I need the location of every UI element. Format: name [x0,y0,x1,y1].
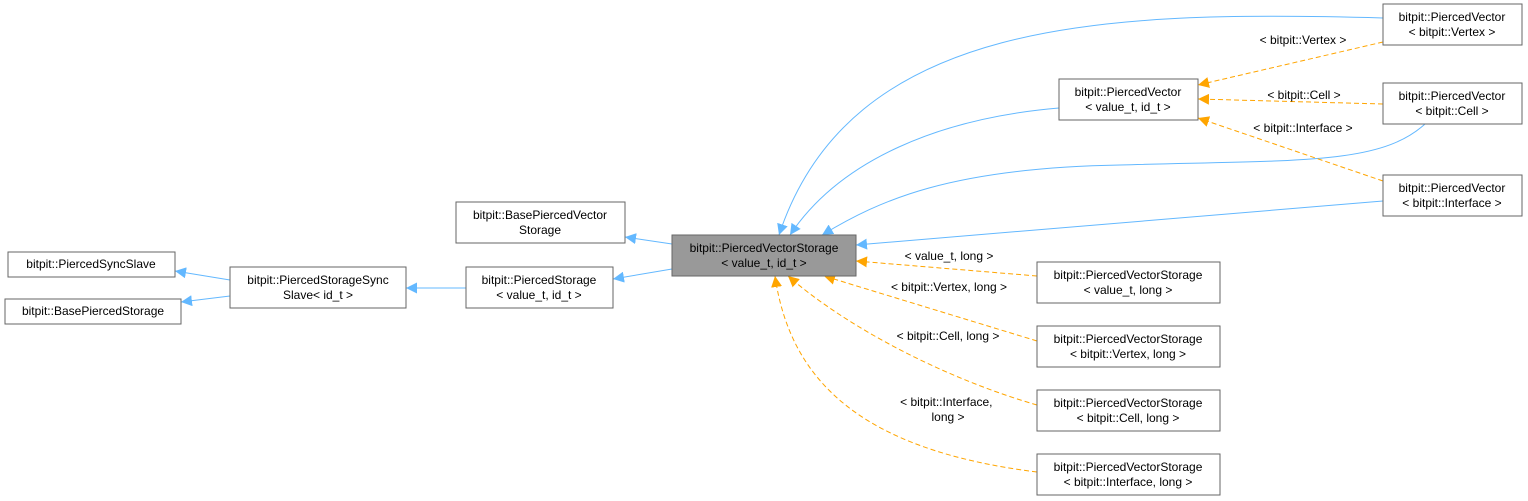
svg-text:< bitpit::Vertex, long >: < bitpit::Vertex, long > [1070,347,1186,361]
edge-pv-vertex-to-pierced-vector [1197,41,1384,88]
edge-vector-storage-to-base-vector-storage [624,233,673,245]
inheritance-edges [174,15,1426,307]
svg-text:< bitpit::Interface, long >: < bitpit::Interface, long > [1064,475,1193,489]
edge-label-pv-interface: < bitpit::Interface > [1253,121,1352,135]
svg-text:bitpit::PiercedStorageSync: bitpit::PiercedStorageSync [247,273,388,287]
node-pvs-vertex-long[interactable]: bitpit::PiercedVectorStorage < bitpit::V… [1036,325,1221,368]
edge-pierced-vector-to-vector-storage [789,107,1060,236]
node-pvs-cell-long[interactable]: bitpit::PiercedVectorStorage < bitpit::C… [1036,389,1221,432]
edge-pv-cell-to-pierced-vector [1197,93,1384,105]
svg-text:bitpit::PiercedVectorStorage: bitpit::PiercedVectorStorage [1054,396,1203,410]
node-pierced-storage-sync-slave[interactable]: bitpit::PiercedStorageSync Slave< id_t > [229,266,407,309]
edge-label-pvs-interface: < bitpit::Interface, long > [900,395,996,424]
edge-pv-interface-to-vector-storage [855,200,1384,250]
edge-pv-interface-to-pierced-vector [1197,116,1384,182]
node-pierced-storage[interactable]: bitpit::PiercedStorage < value_t, id_t > [465,266,614,309]
edge-pv-cell-to-vector-storage [821,123,1426,236]
svg-text:bitpit::BasePiercedStorage: bitpit::BasePiercedStorage [22,304,164,318]
svg-text:bitpit::PiercedVectorStorage: bitpit::PiercedVectorStorage [690,241,839,255]
edge-storage-sync-slave-to-base-storage [180,295,231,307]
node-base-pierced-vector-storage[interactable]: bitpit::BasePiercedVector Storage [455,201,626,244]
node-base-pierced-storage[interactable]: bitpit::BasePiercedStorage [4,298,182,325]
nodes: bitpit::PiercedSyncSlave bitpit::BasePie… [4,3,1523,496]
svg-text:< bitpit::Cell >: < bitpit::Cell > [1415,104,1488,118]
edge-pvs-vertex-to-vector-storage [823,273,1038,342]
svg-text:< value_t, id_t >: < value_t, id_t > [496,288,581,302]
svg-text:bitpit::PiercedVectorStorage: bitpit::PiercedVectorStorage [1054,268,1203,282]
svg-text:bitpit::PiercedVectorStorage: bitpit::PiercedVectorStorage [1054,332,1203,346]
edge-label-pv-vertex: < bitpit::Vertex > [1260,33,1347,47]
edge-storage-sync-slave-to-sync-slave [174,267,231,281]
node-pierced-vector-storage-focus[interactable]: bitpit::PiercedVectorStorage < value_t, … [671,234,857,277]
svg-text:< value_t, long >: < value_t, long > [1084,283,1173,297]
svg-text:< value_t, id_t >: < value_t, id_t > [1085,100,1170,114]
edge-labels: < bitpit::Vertex > < bitpit::Cell > < bi… [891,33,1353,424]
node-pvs-value-long[interactable]: bitpit::PiercedVectorStorage < value_t, … [1036,261,1221,304]
node-pierced-vector-cell[interactable]: bitpit::PiercedVector < bitpit::Cell > [1382,82,1523,125]
edge-pvs-cell-to-vector-storage [787,275,1038,406]
node-pierced-sync-slave[interactable]: bitpit::PiercedSyncSlave [7,251,176,278]
edge-label-pv-cell: < bitpit::Cell > [1267,88,1340,102]
svg-text:< bitpit::Cell, long >: < bitpit::Cell, long > [1077,411,1180,425]
node-pvs-interface-long[interactable]: bitpit::PiercedVectorStorage < bitpit::I… [1036,453,1221,496]
edge-pvs-long-to-vector-storage [855,256,1038,277]
svg-text:< bitpit::Interface >: < bitpit::Interface > [1402,196,1501,210]
edge-label-pvs-cell: < bitpit::Cell, long > [897,329,1000,343]
svg-text:bitpit::PiercedVector: bitpit::PiercedVector [1399,10,1506,24]
edge-label-pvs-long: < value_t, long > [905,249,994,263]
svg-text:bitpit::PiercedVector: bitpit::PiercedVector [1075,85,1182,99]
svg-text:bitpit::PiercedSyncSlave: bitpit::PiercedSyncSlave [26,257,156,271]
svg-text:bitpit::PiercedVectorStorage: bitpit::PiercedVectorStorage [1054,460,1203,474]
node-pierced-vector-interface[interactable]: bitpit::PiercedVector < bitpit::Interfac… [1382,174,1523,217]
edge-pvs-interface-to-vector-storage [771,275,1038,473]
node-pierced-vector[interactable]: bitpit::PiercedVector < value_t, id_t > [1058,78,1199,121]
svg-text:bitpit::BasePiercedVector: bitpit::BasePiercedVector [473,208,607,222]
edge-label-pvs-vertex: < bitpit::Vertex, long > [891,280,1007,294]
template-edges [771,41,1384,473]
node-pierced-vector-vertex[interactable]: bitpit::PiercedVector < bitpit::Vertex > [1382,3,1523,46]
svg-text:Slave< id_t >: Slave< id_t > [283,288,353,302]
svg-text:< bitpit::Vertex >: < bitpit::Vertex > [1409,25,1496,39]
svg-text:< value_t, id_t >: < value_t, id_t > [721,256,806,270]
svg-text:Storage: Storage [519,223,561,237]
svg-text:bitpit::PiercedStorage: bitpit::PiercedStorage [482,273,597,287]
edge-vector-storage-to-pierced-storage [612,268,673,283]
svg-text:bitpit::PiercedVector: bitpit::PiercedVector [1399,89,1506,103]
edge-pv-vertex-to-vector-storage [777,15,1384,236]
svg-text:bitpit::PiercedVector: bitpit::PiercedVector [1399,181,1506,195]
